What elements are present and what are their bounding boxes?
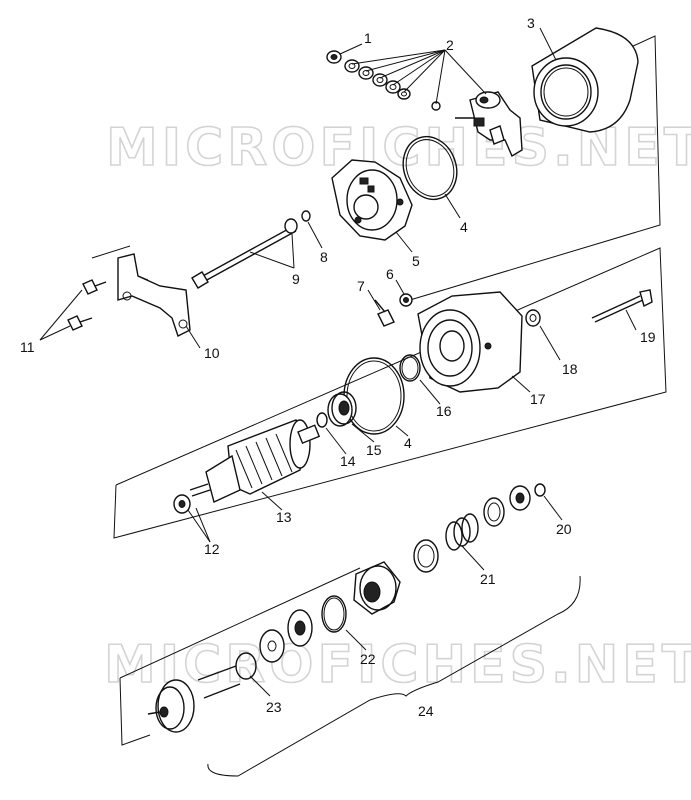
- callout-12: 12: [204, 541, 220, 557]
- callout-6: 6: [386, 266, 394, 282]
- part-retainer: [287, 609, 313, 647]
- part-bolt-7: [374, 299, 395, 327]
- part-washer-14: [316, 412, 328, 428]
- part-o-ring-4-upper: [402, 135, 458, 201]
- callout-18: 18: [562, 361, 578, 377]
- callout-23: 23: [266, 699, 282, 715]
- callout-14: 14: [340, 453, 356, 469]
- callout-24: 24: [418, 703, 434, 719]
- callout-4-upper: 4: [460, 219, 468, 235]
- section-frame-upper: [91, 35, 661, 301]
- part-washer-6: [399, 293, 413, 307]
- part-end-cover-5: [331, 159, 413, 241]
- callout-9: 9: [292, 271, 300, 287]
- callout-8: 8: [320, 249, 328, 265]
- callout-1: 1: [364, 30, 372, 46]
- callout-11: 11: [20, 339, 35, 355]
- part-brush-plate: [455, 91, 523, 158]
- callout-5: 5: [412, 253, 420, 269]
- part-washer-disc: [259, 629, 285, 663]
- part-o-ring-22: [321, 595, 347, 633]
- callout-4-lower: 4: [404, 435, 412, 451]
- part-washer-18: [525, 309, 541, 327]
- callout-17: 17: [530, 391, 546, 407]
- part-pinion-shaft: [147, 665, 241, 733]
- callout-13: 13: [276, 509, 292, 525]
- part-bearing-15: [327, 391, 357, 427]
- watermark-bottom: MICROFICHES.NET: [104, 635, 691, 695]
- part-long-bolt-19: [591, 289, 653, 323]
- callout-7: 7: [357, 278, 365, 294]
- part-washer-set-2: [344, 59, 441, 111]
- callout-22: 22: [360, 651, 376, 667]
- part-small-o-ring-8: [301, 210, 311, 222]
- part-through-bolts-9: [191, 218, 298, 289]
- callout-15: 15: [366, 442, 382, 458]
- leader-lines: [39, 27, 637, 697]
- part-bracket-bolts-11: [67, 279, 107, 331]
- callout-21: 21: [480, 571, 496, 587]
- part-o-ring-4-lower: [343, 357, 405, 435]
- part-bushing-12: [173, 494, 191, 514]
- part-nut-1: [326, 50, 342, 64]
- part-armature-13: [189, 419, 321, 503]
- part-clutch: [353, 561, 401, 615]
- callout-20: 20: [556, 521, 572, 537]
- part-front-housing-17: [417, 291, 523, 393]
- part-spring-assembly-20-21: [413, 483, 546, 573]
- callout-19: 19: [640, 329, 656, 345]
- section-frame-lower: [119, 567, 361, 746]
- callout-16: 16: [436, 403, 452, 419]
- callout-labels: 1 2 3 4 5 8 9 6 7 11 10 19 18 17 16 4 15…: [20, 15, 656, 719]
- part-bracket-10: [117, 253, 191, 337]
- group-bracket-24: [207, 575, 581, 777]
- part-o-ring-16: [399, 354, 421, 382]
- callout-2: 2: [446, 37, 454, 53]
- callout-3: 3: [527, 15, 535, 31]
- part-motor-housing-3: [531, 27, 639, 133]
- callout-10: 10: [204, 345, 220, 361]
